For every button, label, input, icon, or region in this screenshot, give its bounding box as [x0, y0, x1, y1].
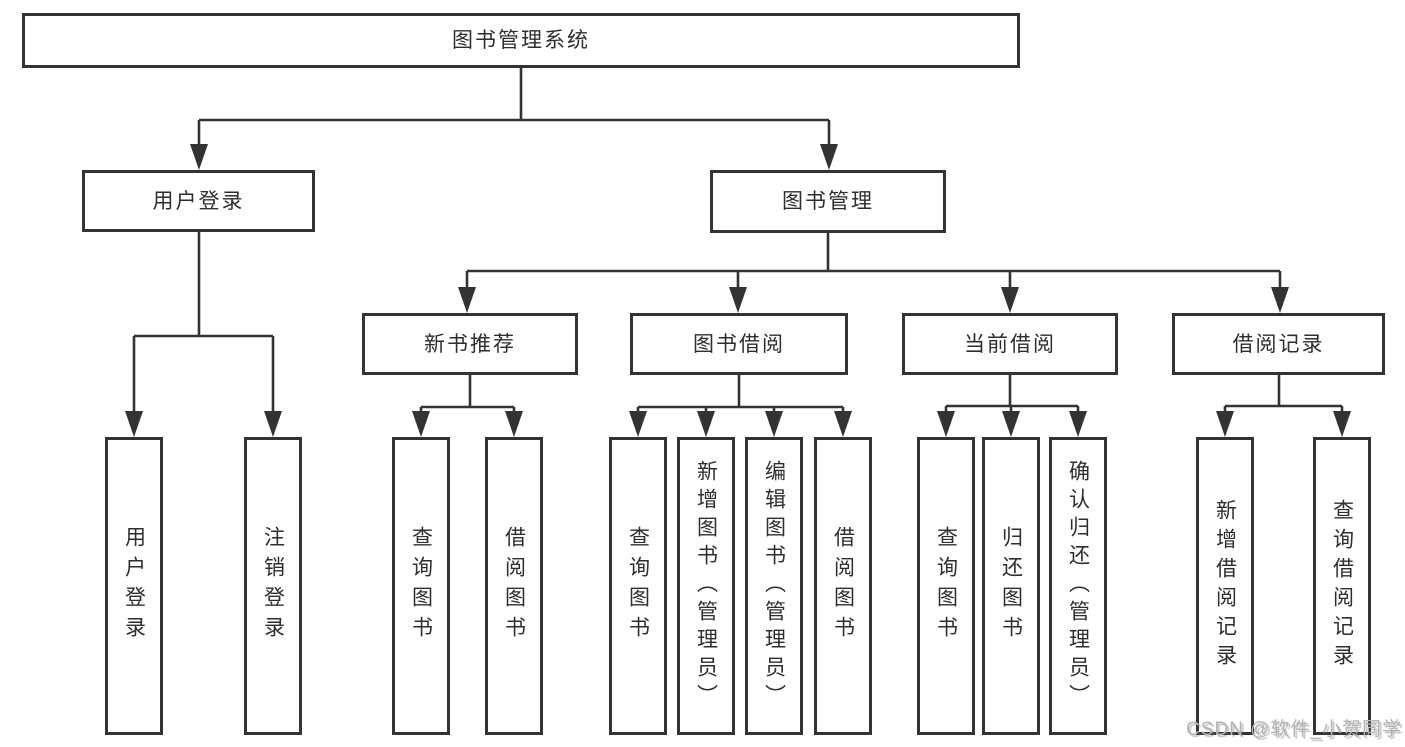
leaf-add-book-admin: 新增图书（管理员）	[677, 437, 735, 735]
leaf-query-borrow-record: 查询借阅记录	[1313, 437, 1371, 735]
leaf-edit-book-admin: 编辑图书（管理员）	[745, 437, 803, 735]
leaf-confirm-return-admin: 确认归还（管理员）	[1049, 437, 1107, 735]
connector-root-to-level2	[197, 68, 831, 148]
connector-arrowheads	[125, 144, 1351, 437]
connector-userlogin-to-leaves	[132, 232, 275, 415]
leaf-query-books-3: 查询图书	[917, 437, 975, 735]
node-book-borrowing: 图书借阅	[630, 313, 848, 375]
leaf-borrow-books-2: 借阅图书	[814, 437, 872, 735]
leaf-return-books: 归还图书	[982, 437, 1040, 735]
connector-borrowing-to-leaves	[636, 375, 845, 415]
connector-newrec-to-leaves	[419, 375, 516, 415]
node-new-book-recommend: 新书推荐	[362, 313, 578, 375]
node-borrow-records: 借阅记录	[1172, 313, 1385, 375]
leaf-borrow-books-1: 借阅图书	[485, 437, 543, 735]
watermark: CSDN @软件_小贺同学	[1186, 719, 1402, 740]
node-book-management: 图书管理	[710, 170, 946, 233]
node-current-borrowing: 当前借阅	[902, 313, 1118, 375]
leaf-query-books-1: 查询图书	[392, 437, 450, 735]
node-library-system: 图书管理系统	[22, 13, 1020, 68]
leaf-query-books-2: 查询图书	[609, 437, 667, 735]
connector-bookmgmt-to-level3	[465, 233, 1282, 291]
leaf-logout: 注销登录	[244, 437, 302, 735]
leaf-user-login: 用户登录	[105, 437, 163, 735]
node-user-login: 用户登录	[82, 170, 315, 232]
connector-records-to-leaves	[1223, 375, 1344, 415]
connector-current-to-leaves	[944, 375, 1080, 415]
leaf-add-borrow-record: 新增借阅记录	[1196, 437, 1254, 735]
